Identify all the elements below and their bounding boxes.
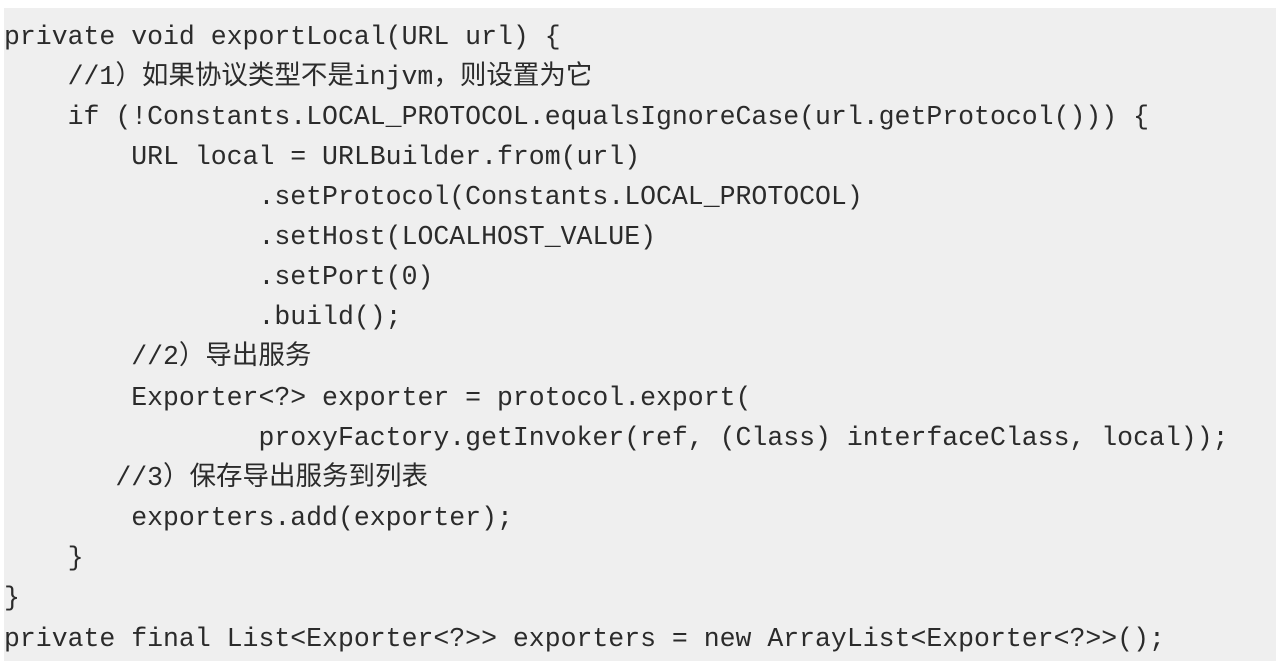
code-line-14: } [4, 543, 84, 573]
code-line-15: } [4, 583, 20, 613]
code-line-4: URL local = URLBuilder.from(url) [4, 142, 641, 172]
code-line-2: //1）如果协议类型不是injvm，则设置为它 [4, 62, 593, 92]
code-line-12: //3）保存导出服务到列表 [4, 463, 429, 493]
code-line-9: //2）导出服务 [4, 342, 312, 372]
code-line-8: .build(); [4, 302, 402, 332]
code-line-11: proxyFactory.getInvoker(ref, (Class) int… [4, 423, 1229, 453]
code-line-3: if (!Constants.LOCAL_PROTOCOL.equalsIgno… [4, 102, 1149, 132]
code-line-5: .setProtocol(Constants.LOCAL_PROTOCOL) [4, 182, 863, 212]
code-line-13: exporters.add(exporter); [4, 503, 513, 533]
code-line-7: .setPort(0) [4, 262, 434, 292]
code-line-16: private final List<Exporter<?>> exporter… [4, 624, 1165, 654]
code-line-10: Exporter<?> exporter = protocol.export( [4, 383, 752, 413]
code-listing: private void exportLocal(URL url) { //1）… [4, 8, 1276, 661]
code-line-1: private void exportLocal(URL url) { [4, 22, 561, 52]
code-line-6: .setHost(LOCALHOST_VALUE) [4, 222, 657, 252]
